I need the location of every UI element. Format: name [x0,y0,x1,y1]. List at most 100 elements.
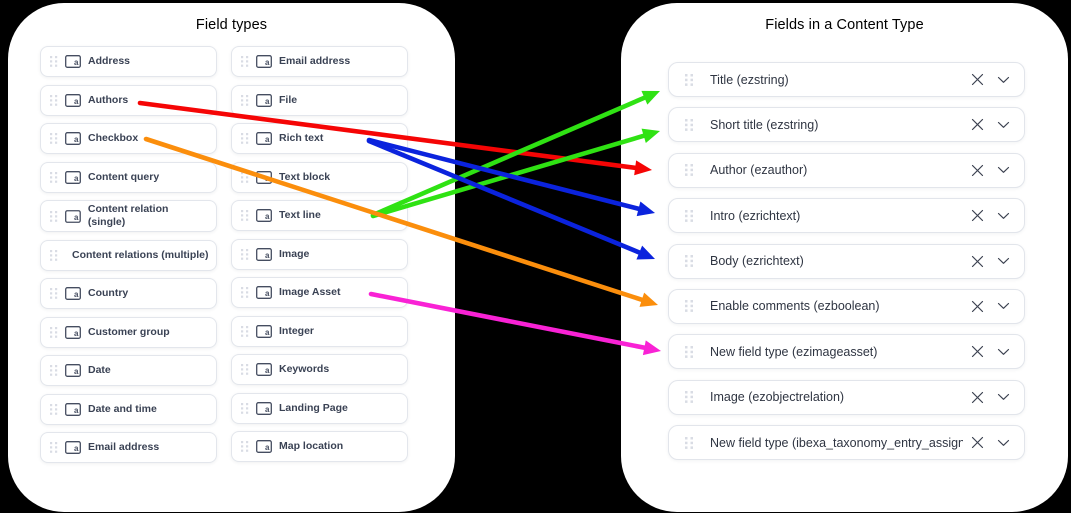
field-type-icon: a [256,170,272,184]
field-type-label: Country [88,287,129,299]
drag-handle-icon[interactable] [50,326,58,338]
remove-icon[interactable] [971,345,984,358]
field-type-item[interactable]: a Email address [231,46,408,77]
chevron-down-icon[interactable] [997,166,1010,174]
field-type-label: Content query [88,170,160,183]
field-type-item[interactable]: a Content relations (multiple) [40,239,217,271]
remove-icon[interactable] [971,73,984,86]
remove-icon[interactable] [971,300,984,313]
chevron-down-icon[interactable] [997,393,1010,401]
drag-handle-icon[interactable] [685,73,694,86]
field-type-item[interactable]: a Email address [40,432,217,463]
svg-text:a: a [265,405,270,414]
drag-handle-icon[interactable] [50,442,58,453]
drag-handle-icon[interactable] [241,56,249,67]
svg-text:a: a [265,212,270,221]
drag-handle-icon[interactable] [241,441,249,452]
field-type-item[interactable]: a File [231,84,408,116]
field-type-item[interactable]: a Map location [231,431,408,462]
drag-handle-icon[interactable] [685,436,694,449]
chevron-down-icon[interactable] [997,257,1010,265]
field-type-label: Map location [279,440,344,452]
svg-text:a: a [74,174,79,183]
content-type-field-row[interactable]: New field type (ibexa_taxonomy_entry_ass… [668,425,1025,461]
field-type-item[interactable]: a Image [231,238,408,270]
row-actions [971,345,1010,358]
remove-icon[interactable] [971,255,984,268]
content-type-field-label: Short title (ezstring) [710,117,819,132]
field-type-label: Email address [88,441,160,453]
drag-handle-icon[interactable] [241,364,249,375]
content-type-field-row[interactable]: Author (ezauthor) [668,152,1025,188]
content-type-field-row[interactable]: Image (ezobjectrelation) [668,379,1025,415]
field-type-item[interactable]: a Checkbox [40,123,217,154]
drag-handle-icon[interactable] [685,345,694,358]
chevron-down-icon[interactable] [997,439,1010,447]
drag-handle-icon[interactable] [685,118,694,131]
drag-handle-icon[interactable] [241,248,249,260]
chevron-down-icon[interactable] [997,348,1010,356]
chevron-down-icon[interactable] [997,121,1010,129]
drag-handle-icon[interactable] [241,171,249,183]
drag-handle-icon[interactable] [50,403,58,415]
field-type-item[interactable]: a Rich text [231,123,408,154]
svg-text:a: a [265,251,270,260]
field-type-item[interactable]: a Landing Page [231,392,408,424]
drag-handle-icon[interactable] [50,288,58,299]
drag-handle-icon[interactable] [50,249,58,261]
field-type-icon: a [65,132,81,145]
drag-handle-icon[interactable] [50,56,58,67]
drag-handle-icon[interactable] [241,133,249,144]
field-type-label: Integer [279,324,315,337]
field-type-item[interactable]: a Date [40,355,217,386]
field-type-item[interactable]: a Integer [231,315,408,347]
field-type-icon: a [65,55,81,68]
remove-icon[interactable] [971,118,984,131]
field-type-item[interactable]: a Content query [40,161,217,193]
remove-icon[interactable] [971,164,984,177]
drag-handle-icon[interactable] [685,255,694,267]
content-type-field-row[interactable]: Body (ezrichtext) [668,243,1025,279]
field-type-item[interactable]: a Customer group [40,316,217,348]
drag-handle-icon[interactable] [50,210,58,222]
chevron-down-icon[interactable] [997,212,1010,220]
remove-icon[interactable] [971,436,984,449]
drag-handle-icon[interactable] [241,94,249,106]
chevron-down-icon[interactable] [997,302,1010,310]
drag-handle-icon[interactable] [50,94,58,106]
field-type-item[interactable]: a Image Asset [231,277,408,308]
content-type-field-row[interactable]: Title (ezstring) [668,62,1025,97]
drag-handle-icon[interactable] [50,365,58,376]
drag-handle-icon[interactable] [685,209,694,222]
field-type-label: Text block [279,170,331,183]
row-actions [971,118,1010,131]
chevron-down-icon[interactable] [997,76,1010,84]
content-type-field-row[interactable]: New field type (ezimageasset) [668,334,1025,370]
remove-icon[interactable] [971,209,984,222]
drag-handle-icon[interactable] [685,300,694,313]
drag-handle-icon[interactable] [241,210,249,221]
field-type-item[interactable]: a Text block [231,161,408,193]
drag-handle-icon[interactable] [685,391,694,404]
drag-handle-icon[interactable] [50,133,58,144]
drag-handle-icon[interactable] [685,164,694,177]
drag-handle-icon[interactable] [241,325,249,337]
remove-icon[interactable] [971,391,984,404]
field-type-item[interactable]: a Country [40,278,217,309]
row-actions [971,391,1010,404]
field-type-item[interactable]: a Content relation (single) [40,200,217,232]
field-type-item[interactable]: a Authors [40,84,217,116]
field-types-columns: a Address [40,46,408,463]
drag-handle-icon[interactable] [50,171,58,183]
field-type-icon: a [65,325,81,339]
content-type-field-row[interactable]: Enable comments (ezboolean) [668,288,1025,324]
field-type-label: File [279,93,298,106]
field-type-item[interactable]: a Date and time [40,393,217,425]
content-type-field-row[interactable]: Short title (ezstring) [668,107,1025,143]
drag-handle-icon[interactable] [241,402,249,414]
content-type-field-row[interactable]: Intro (ezrichtext) [668,198,1025,234]
field-type-item[interactable]: a Keywords [231,354,408,385]
field-type-item[interactable]: a Address [40,46,217,77]
field-type-item[interactable]: a Text line [231,200,408,231]
drag-handle-icon[interactable] [241,287,249,298]
